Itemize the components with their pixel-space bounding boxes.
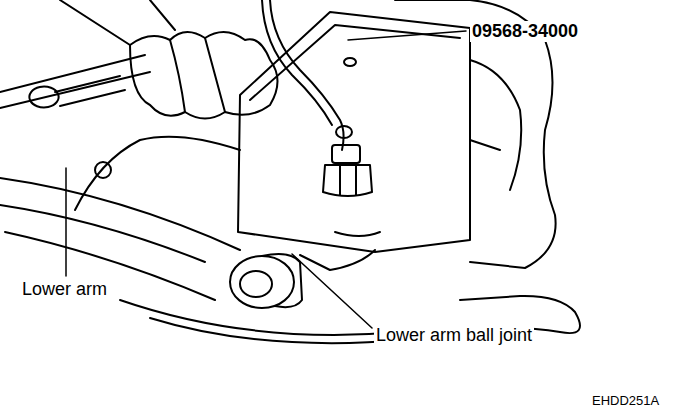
tie-rod [0, 55, 150, 108]
tool-hole [344, 58, 356, 66]
tool-number: 09568-34000 [470, 21, 580, 42]
lower-arm [0, 205, 205, 262]
leader-line [348, 31, 466, 40]
driveshaft-boot [130, 32, 278, 119]
arm-bracket [75, 137, 240, 210]
knuckle-detail [470, 60, 521, 190]
lower-arm-edge [150, 318, 405, 343]
leader-line [292, 254, 372, 328]
boot-rib [170, 38, 225, 112]
wire [262, 0, 332, 125]
figure-code: EHDD251A [590, 394, 661, 409]
bushing-housing [262, 254, 302, 307]
wire-loop [336, 126, 352, 138]
lower-arm [5, 232, 215, 300]
nut-flat [340, 165, 356, 195]
drive-shaft [60, 0, 175, 45]
nut [323, 165, 372, 196]
bushing [230, 256, 294, 308]
bushing-inner [240, 271, 272, 297]
wire [270, 0, 344, 150]
rod-end [29, 87, 58, 108]
nut [332, 145, 360, 163]
part-label: Lower arm [20, 279, 109, 300]
rod-shaft [55, 76, 125, 106]
part-label: Lower arm ball joint [374, 325, 534, 346]
bolt [95, 162, 111, 178]
leader-line [65, 168, 67, 276]
